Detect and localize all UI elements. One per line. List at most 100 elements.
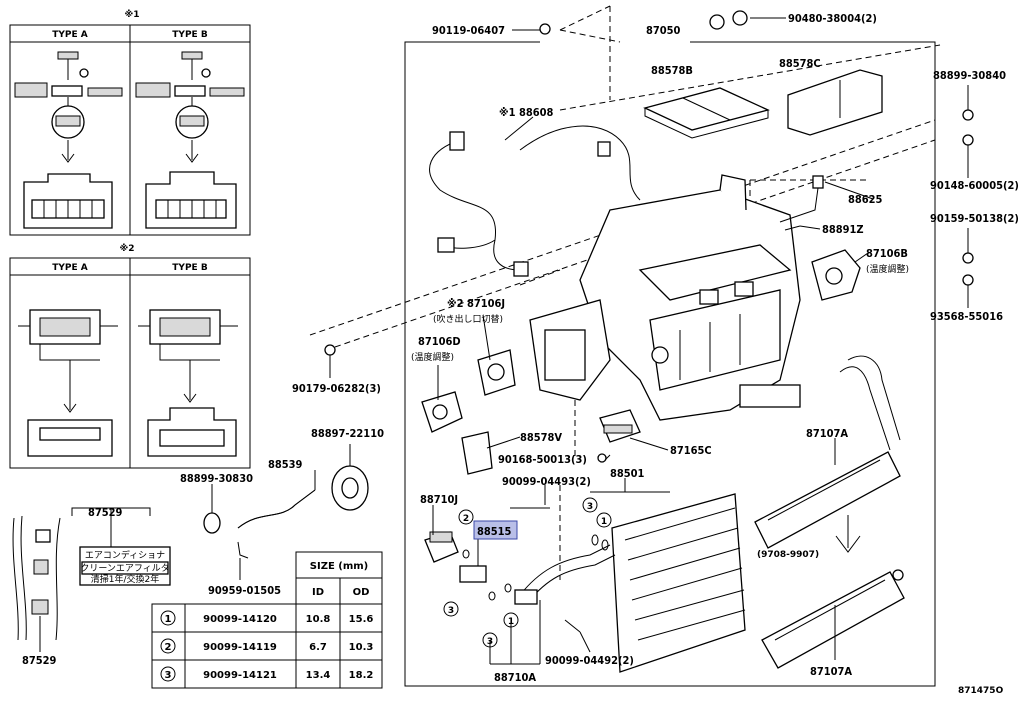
callout-3-a: 3	[443, 601, 459, 617]
svg-text:1: 1	[508, 617, 514, 627]
label-87106B-note: (温度調整)	[866, 263, 909, 275]
callout-circles: 2 3 3 1 3 1	[443, 497, 612, 648]
fasteners	[324, 10, 974, 633]
main-frame	[404, 5, 936, 687]
label-87529-group	[12, 507, 171, 650]
expansion-valve-88515	[459, 565, 487, 583]
svg-text:6.7: 6.7	[309, 642, 327, 653]
label-90099-04493: 90099-04493(2)	[502, 475, 591, 488]
heater-core-top	[754, 355, 901, 549]
actuator-type-a	[18, 309, 118, 457]
grommet-88899-30830	[203, 512, 221, 534]
callout-3-c: 3	[482, 632, 498, 648]
pipe-88710A	[514, 544, 616, 605]
connector-type-b-1	[135, 51, 245, 229]
heater-unit-assembly	[529, 174, 801, 421]
label-88899-30840: 88899-30840	[933, 69, 1006, 82]
drain-hose-88539	[237, 489, 316, 529]
actuator-87106D	[421, 391, 463, 433]
label-87529-top: 87529	[88, 506, 123, 519]
label-90148-60005: 90148-60005(2)	[930, 179, 1019, 192]
label-88578B: 88578B	[651, 64, 693, 77]
label-88515: 88515	[477, 525, 512, 538]
inset-2-mark: ※2	[119, 243, 134, 254]
part-labels: 90119-06407 87050 90480-38004(2) 88578B …	[22, 12, 1019, 696]
svg-text:3: 3	[448, 606, 454, 616]
sticker-text: エアコンディショナ クリーンエアフィルタ 清掃1年/交換2年	[80, 549, 169, 585]
diagram-id: 871475O	[958, 686, 1004, 696]
svg-text:13.4: 13.4	[306, 670, 331, 681]
heater-core-bottom	[761, 569, 905, 669]
label-90099-04492: 90099-04492(2)	[545, 654, 634, 667]
label-88625: 88625	[848, 193, 883, 206]
label-87107A-bottom: 87107A	[810, 665, 852, 678]
label-88891Z: 88891Z	[822, 223, 864, 236]
label-88710J: 88710J	[420, 493, 458, 506]
svg-text:15.6: 15.6	[349, 614, 374, 625]
svg-text:18.2: 18.2	[349, 670, 374, 681]
label-90480-38004: 90480-38004(2)	[788, 12, 877, 25]
label-87106B: 87106B	[866, 247, 908, 260]
label-88899-30830: 88899-30830	[180, 472, 253, 485]
label-87106J: ※2 87106J	[447, 297, 505, 310]
callout-1-a: 1	[596, 512, 612, 528]
svg-text:90099-14119: 90099-14119	[203, 642, 277, 653]
size-table: SIZE (mm) ID OD 1 90099-14120 10.8 15.6 …	[151, 551, 383, 689]
inset-box-2: ※2 TYPE A TYPE B	[9, 243, 251, 469]
label-88578V: 88578V	[520, 431, 562, 444]
wire-harness-88608	[429, 125, 641, 277]
label-90168-50013: 90168-50013(3)	[498, 453, 587, 466]
grommet-88897	[331, 465, 369, 511]
filter-88578C	[787, 69, 883, 136]
arrow-change	[835, 515, 861, 553]
label-90119-06407: 90119-06407	[432, 24, 505, 37]
label-87106D-note: (温度調整)	[411, 351, 454, 363]
inset-2-type-b: TYPE B	[172, 263, 208, 273]
label-93568-55016: 93568-55016	[930, 310, 1003, 323]
svg-text:90099-14120: 90099-14120	[203, 614, 277, 625]
size-table-col-id: ID	[312, 587, 324, 598]
inset-2-type-a: TYPE A	[52, 263, 88, 273]
sticker-line-1: エアコンディショナ	[85, 549, 165, 561]
label-87165C: 87165C	[670, 444, 712, 457]
label-88897-22110: 88897-22110	[311, 427, 384, 440]
o-rings	[462, 534, 609, 601]
highlight-88515[interactable]	[473, 520, 518, 540]
sticker-line-2: クリーンエアフィルタ	[80, 563, 169, 574]
resistor-87165C	[599, 409, 641, 443]
actuator-87106B	[811, 249, 861, 301]
label-87106D: 87106D	[418, 335, 461, 348]
label-87529-bottom: 87529	[22, 654, 57, 667]
clip-90959	[237, 541, 249, 559]
svg-text:3: 3	[587, 502, 593, 512]
inset-1-type-a: TYPE A	[52, 30, 88, 40]
table-row: 3 90099-14121 13.4 18.2	[160, 666, 374, 682]
inset-1-type-b: TYPE B	[172, 30, 208, 40]
svg-text:10.8: 10.8	[306, 614, 331, 625]
svg-text:1: 1	[601, 517, 607, 527]
label-87106J-note: (吹き出し口切替)	[433, 313, 503, 325]
svg-text:1: 1	[165, 614, 172, 625]
label-88608: ※1 88608	[499, 106, 553, 119]
table-row: 2 90099-14119 6.7 10.3	[160, 638, 373, 654]
evaporator-88501	[611, 493, 746, 673]
callout-1-b: 1	[503, 612, 519, 628]
actuator-type-b	[138, 309, 238, 457]
size-table-col-od: OD	[353, 587, 370, 598]
label-88501: 88501	[610, 467, 645, 480]
svg-text:3: 3	[487, 637, 493, 647]
filter-88578B	[643, 87, 770, 139]
label-88539: 88539	[268, 458, 303, 471]
label-88710A: 88710A	[494, 671, 536, 684]
leader-lines	[39, 17, 969, 665]
block-88710J	[424, 531, 459, 563]
sticker-line-3: 清掃1年/交換2年	[91, 573, 160, 585]
svg-text:90099-14121: 90099-14121	[203, 670, 277, 681]
connector-type-a-1	[14, 51, 123, 229]
callout-3-b: 3	[582, 497, 598, 513]
label-90159-50138: 90159-50138(2)	[930, 212, 1019, 225]
label-87107A-top: 87107A	[806, 427, 848, 440]
label-range: (9708-9907)	[757, 550, 819, 560]
svg-text:2: 2	[165, 642, 172, 653]
